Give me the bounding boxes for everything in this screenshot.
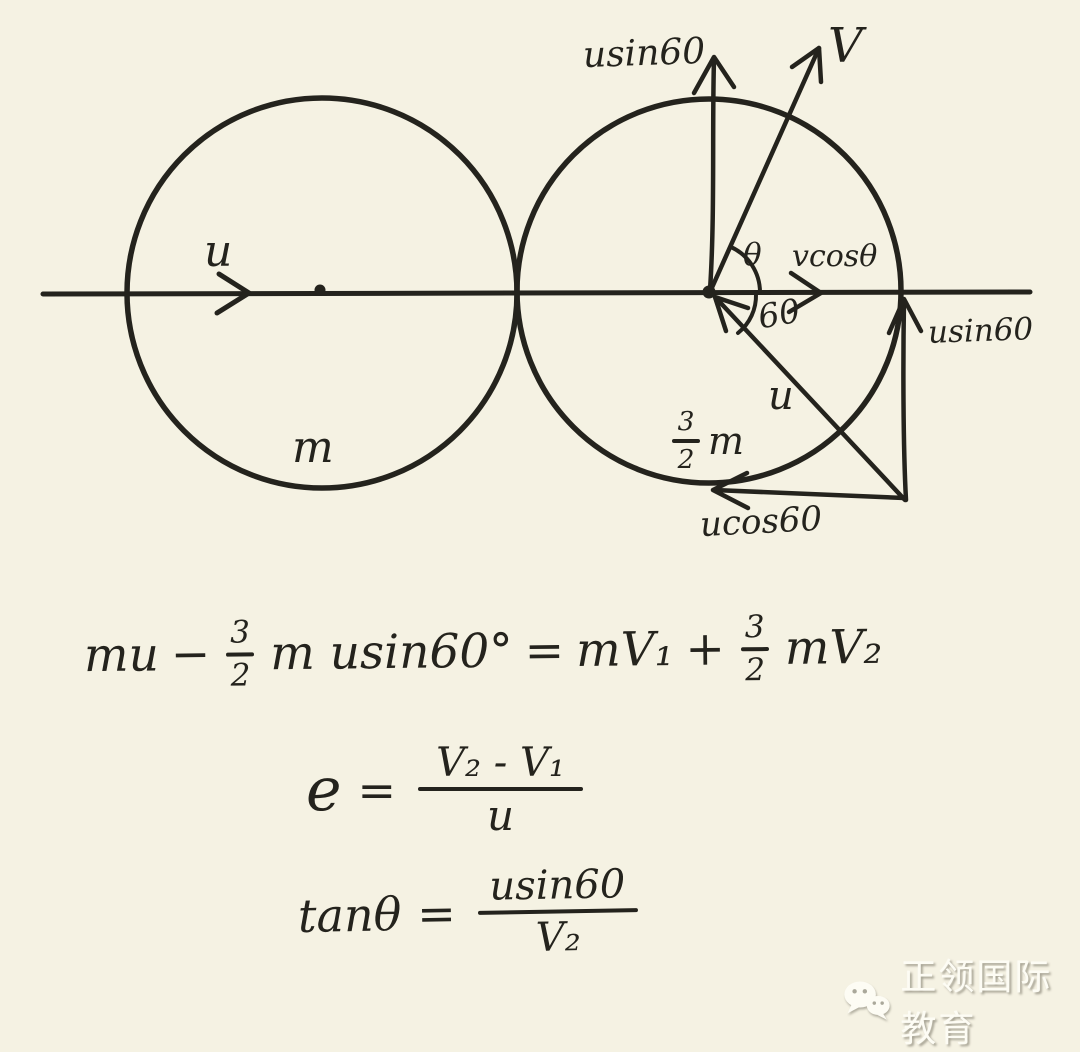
mass-fraction-bar — [672, 438, 700, 443]
theta-arc — [729, 245, 762, 294]
eq1-frac2-bar — [740, 646, 769, 651]
watermark-text: 正领国际教育 — [900, 957, 1053, 1050]
wechat-icon — [844, 981, 890, 1020]
ucos60-arrowhead — [710, 470, 751, 511]
eq3-equals: = — [416, 886, 457, 941]
usin60-right-label: usin60 — [927, 311, 1034, 351]
eq3-denominator: V₂ — [535, 914, 582, 961]
incoming-u-arrowhead — [712, 294, 751, 334]
momentum-equation: mu − 3 2 m usin60° = mV₁ + 3 2 mV₂ — [83, 609, 883, 694]
usin60-up-vector — [707, 57, 717, 293]
eq1-frac1-bar — [226, 651, 255, 657]
right-ball-mass-label: 3 2 m — [668, 408, 744, 473]
mass-fraction-denominator: 2 — [677, 443, 695, 475]
incoming-u-vector — [713, 295, 908, 503]
angle-equation: tanθ = usin60 V₂ — [297, 861, 642, 963]
right-ball-center-dot — [702, 285, 716, 299]
line-of-centers — [40, 289, 1033, 297]
vcos-theta-arrowhead — [786, 270, 824, 315]
resultant-v-vector — [707, 45, 822, 295]
left-ball-mass-label: m — [292, 422, 334, 473]
left-ball-center-dot — [314, 284, 326, 296]
theta-label: θ — [743, 237, 762, 273]
left-ball-velocity-label: u — [204, 226, 233, 277]
watermark: 正领国际教育 — [842, 948, 1080, 1052]
incoming-u-label: u — [768, 373, 794, 419]
eq1-term4: mV₂ — [784, 619, 883, 676]
eq1-equals: = — [524, 623, 565, 679]
resultant-v-arrowhead — [789, 45, 824, 85]
eq1-fraction-1: 3 2 — [226, 614, 255, 694]
eq1-frac2-denominator: 2 — [745, 651, 766, 688]
eq1-frac2-numerator: 3 — [744, 609, 765, 646]
eq1-term1: mu — [83, 627, 160, 684]
usin60-right-arrowhead — [886, 296, 924, 336]
mass-fraction-suffix: m — [708, 418, 745, 463]
eq2-numerator: V₂ - V₁ — [436, 740, 565, 786]
eq1-term3: mV₁ — [575, 622, 674, 679]
eq1-minus: − — [170, 626, 211, 683]
left-u-arrowhead — [214, 271, 252, 316]
resultant-v-label: V — [828, 18, 863, 74]
eq1-plus: + — [685, 621, 726, 677]
right-ball-circle — [514, 96, 904, 486]
ucos60-vector — [711, 487, 907, 501]
eq1-term2: m usin60° — [269, 623, 514, 682]
eq3-numerator: usin60 — [489, 861, 626, 910]
restitution-equation: e = V₂ - V₁ u — [306, 742, 587, 838]
collision-diagram — [40, 45, 1033, 511]
sixty-angle-label: 60 — [754, 290, 804, 337]
eq3-lhs: tanθ — [297, 887, 402, 943]
usin60-top-label: usin60 — [582, 30, 706, 77]
usin60-up-arrowhead — [691, 54, 737, 96]
eq2-fraction-bar — [418, 787, 584, 791]
usin60-right-vector — [901, 297, 909, 503]
eq3-fraction: usin60 V₂ — [477, 861, 639, 961]
eq2-fraction: V₂ - V₁ u — [418, 740, 584, 840]
mass-fraction-numerator: 3 — [677, 406, 695, 437]
eq1-fraction-2: 3 2 — [740, 609, 769, 688]
eq1-frac1-denominator: 2 — [230, 657, 251, 694]
sixty-arc — [736, 292, 759, 335]
mass-fraction: 3 2 — [672, 408, 700, 473]
vcos-theta-label: vcosθ — [792, 239, 878, 274]
eq2-equals: = — [357, 763, 397, 818]
handwritten-physics-note: { "page": { "background": "#f5f2e3", "in… — [40, 18, 1051, 1050]
ucos60-bottom-label: ucos60 — [699, 498, 824, 546]
eq2-lhs: e — [306, 755, 342, 826]
eq2-denominator: u — [487, 791, 515, 840]
eq1-frac1-numerator: 3 — [229, 614, 251, 651]
